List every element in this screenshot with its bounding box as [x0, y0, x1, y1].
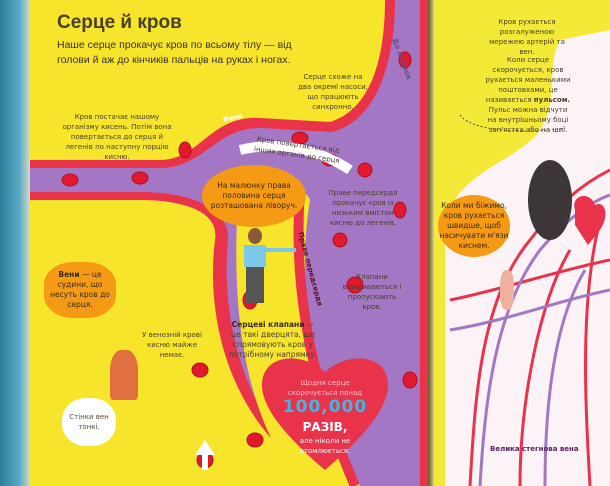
note-venous-blood: У венозній крові кисню майже немає. — [142, 331, 202, 359]
book-spine — [424, 0, 434, 486]
heart-fact-number: 100,000 — [282, 397, 368, 417]
page-title: Серце й кров — [57, 12, 182, 33]
boy-figure — [240, 228, 296, 306]
note-oxygen-return: Кров постачає нашому організму кисень. П… — [62, 113, 172, 161]
heart-shape — [262, 358, 388, 470]
note-pulse: Коли серце скорочується, кров рухається … — [485, 56, 571, 134]
lung — [528, 160, 572, 240]
speech-bubble-running: Коли ми біжимо, кров рухається швидше, щ… — [438, 195, 510, 257]
note-valves: Серцеві клапани — це такі дверцята, що с… — [229, 320, 317, 359]
intro-text: Наше серце прокачує кров по всьому тілу … — [57, 39, 292, 66]
anatomical-heart — [574, 195, 606, 245]
arteries — [449, 168, 610, 486]
heart-fact-times: РАЗІВ, — [302, 420, 348, 434]
running-girl-figure — [500, 270, 514, 310]
arrow-up — [195, 440, 215, 470]
speech-bubble-veins: Вени — це судини, що несуть кров до серц… — [44, 262, 116, 318]
heart-fact-top: Щодня серце скорочується понад — [287, 379, 363, 397]
red-blood-cells — [61, 51, 418, 469]
label-femoral-vein: Велика стегнова вена — [490, 445, 579, 453]
thought-cloud-vein-walls: Стінки вен тонкі. — [62, 398, 116, 446]
note-atrium-pumps: Праве передсердя прокачує кров із низьки… — [328, 189, 398, 227]
note-valves-open: Клапани відкриваються і пропускають кров… — [342, 273, 402, 311]
book-edge — [0, 0, 32, 486]
note-two-pumps: Серце схоже на два окремі насоси, що пра… — [298, 73, 368, 111]
note-branching: Кров рухається розгалуженою мережею арте… — [489, 18, 565, 56]
body-silhouette — [445, 30, 610, 486]
heart-fact-bottom: але ніколи не втомлюється. — [299, 437, 351, 455]
scientist-figure — [110, 350, 138, 400]
speech-bubble-right-half: На малюнку права половина серця розташов… — [202, 165, 306, 227]
flow-arrow — [238, 141, 353, 175]
